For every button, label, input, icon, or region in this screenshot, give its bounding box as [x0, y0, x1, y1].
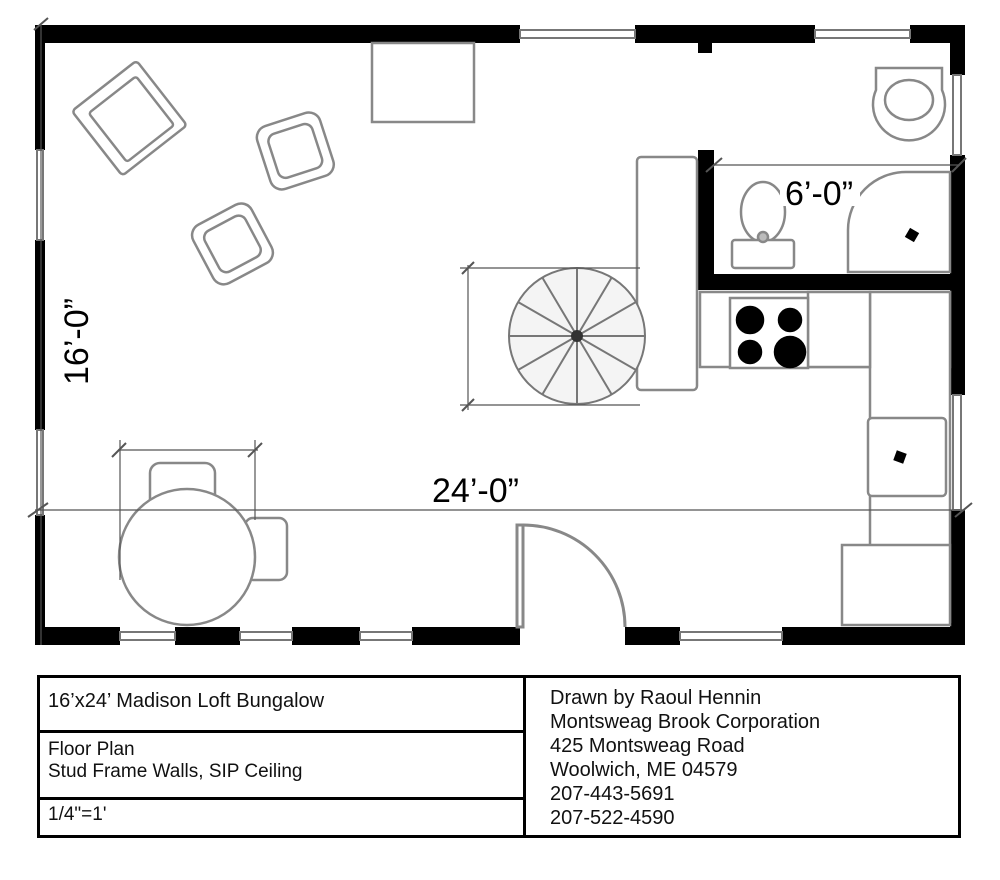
door-leaf — [515, 523, 525, 629]
furniture — [72, 41, 952, 627]
bath-wall-stub — [698, 25, 712, 53]
window-right-1 — [952, 74, 962, 156]
burner-3 — [737, 339, 763, 365]
label-6ft-bg — [780, 172, 860, 206]
burner-1 — [735, 305, 765, 335]
address-city: Woolwich, ME 04579 — [550, 759, 738, 781]
title-block: 16’x24’ Madison Loft Bungalow Floor Plan… — [37, 675, 961, 838]
dimension-lines — [27, 17, 973, 645]
entry-door — [515, 523, 627, 629]
bath-wall-bottom — [698, 274, 965, 290]
toilet — [730, 180, 796, 270]
exterior-walls — [35, 25, 965, 645]
floor-plan: 24’-0” 16’-0” 6’-0” — [27, 17, 973, 645]
door-swing-arc — [522, 523, 627, 628]
window-bottom-2 — [239, 631, 293, 641]
shower — [846, 170, 952, 274]
shower-drain — [904, 227, 920, 243]
spiral-stair — [508, 267, 646, 405]
wall-bottom-2 — [175, 627, 240, 645]
address-street: 425 Montsweag Road — [550, 735, 745, 757]
window-bottom-1 — [119, 631, 176, 641]
window-left-2 — [36, 429, 44, 516]
window-top-1 — [519, 29, 636, 39]
windows — [36, 29, 962, 641]
dimension-6ft-label: 6’-0” — [785, 175, 853, 213]
company-name: Montsweag Brook Corporation — [550, 711, 821, 733]
wall-left-mid — [35, 240, 45, 430]
project-title: 16’x24’ Madison Loft Bungalow — [40, 678, 523, 733]
window-top-2 — [814, 29, 911, 39]
sink-drain — [893, 450, 907, 464]
stair-post — [571, 330, 583, 342]
bath-wall-left — [698, 150, 714, 290]
drawing-scale: 1/4"=1' — [48, 804, 107, 825]
window-right-2 — [952, 394, 962, 511]
dimension-24ft-label: 24’-0” — [432, 472, 519, 510]
armchair-2 — [190, 202, 275, 286]
wall-top-mid — [635, 25, 815, 43]
window-left-1 — [36, 149, 44, 241]
wall-left-bottom — [35, 515, 45, 645]
burner-4 — [773, 335, 807, 369]
stove — [728, 296, 810, 370]
dining-table — [117, 487, 257, 627]
drawn-by: Drawn by Raoul Hennin — [550, 687, 762, 709]
wall-bottom-4 — [412, 627, 520, 645]
stair-treads — [509, 268, 645, 404]
drawing-type: Floor Plan — [48, 739, 135, 760]
wall-bottom-3 — [292, 627, 360, 645]
bathroom-sink — [871, 66, 947, 142]
burner-2 — [777, 307, 803, 333]
phone-1: 207-443-5691 — [550, 783, 675, 805]
window-bottom-3 — [359, 631, 413, 641]
construction-note: Stud Frame Walls, SIP Ceiling — [48, 761, 303, 782]
wall-bottom-6 — [782, 627, 965, 645]
window-bottom-4 — [679, 631, 783, 641]
refrigerator — [840, 543, 952, 627]
wall-bottom-1 — [35, 627, 120, 645]
bathroom-fixtures — [730, 66, 952, 274]
wall-top-left — [35, 25, 520, 43]
armchair-1 — [255, 111, 336, 191]
phone-2: 207-522-4590 — [550, 807, 675, 829]
kitchen-sink — [866, 416, 948, 498]
author-block: Drawn by Raoul Hennin Montsweag Brook Co… — [523, 678, 958, 835]
dimension-16ft-label: 16’-0” — [58, 298, 96, 385]
counter-left — [635, 155, 699, 392]
wall-left-top — [35, 25, 45, 150]
label-24ft-bg — [420, 475, 545, 509]
wall-bottom-5 — [625, 627, 680, 645]
wall-right-bottom — [950, 510, 965, 645]
drawing-description: Floor Plan Stud Frame Walls, SIP Ceiling — [40, 733, 523, 800]
wall-right-top — [950, 25, 965, 75]
hearth — [370, 41, 476, 124]
corner-chair — [72, 60, 187, 176]
